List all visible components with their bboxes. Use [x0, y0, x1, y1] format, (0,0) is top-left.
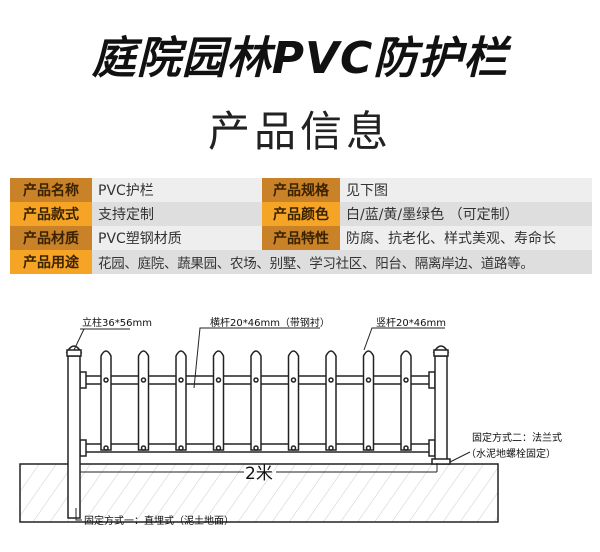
- post-cap-base: [66, 349, 82, 357]
- spec-label: 产品特性: [262, 226, 340, 250]
- section-title: 产品信息: [207, 107, 392, 156]
- spec-row: 产品用途 花园、庭院、蔬果园、农场、别墅、学习社区、阳台、隔离岸边、道路等。: [10, 250, 592, 274]
- spec-label: 产品款式: [10, 202, 92, 226]
- spec-value: 花园、庭院、蔬果园、农场、别墅、学习社区、阳台、隔离岸边、道路等。: [92, 250, 592, 274]
- rail-bracket: [79, 439, 87, 457]
- rail-bracket: [428, 371, 436, 389]
- spec-row: 产品款式 支持定制 产品颜色 白/蓝/黄/墨绿色 （可定制）: [10, 202, 592, 226]
- rail-bracket: [428, 439, 436, 457]
- fix2-title: 固定方式二：法兰式: [472, 431, 562, 444]
- fence: [65, 345, 451, 519]
- spec-value: 支持定制: [92, 202, 262, 226]
- picket-screw: [328, 445, 334, 451]
- picket-screw: [178, 445, 184, 451]
- picket-leader: [363, 327, 445, 351]
- picket-screw: [253, 445, 259, 451]
- picket: [287, 350, 300, 451]
- spec-label: 产品颜色: [262, 202, 340, 226]
- product-title: 庭院园林PVC防护栏: [91, 33, 509, 84]
- right-post: [434, 355, 448, 461]
- picket: [400, 350, 412, 451]
- picket-screw: [328, 377, 334, 383]
- spec-value: 防腐、抗老化、样式美观、寿命长: [340, 226, 592, 250]
- rail-label: 横杆20*46mm（带钢衬）: [210, 316, 330, 329]
- spec-value: PVC塑钢材质: [92, 226, 262, 250]
- picket: [362, 350, 375, 451]
- fix1-label: 固定方式一：直埋式（泥土地面）: [84, 514, 234, 527]
- spec-row: 产品材质 PVC塑钢材质 产品特性 防腐、抗老化、样式美观、寿命长: [10, 226, 592, 250]
- picket-screw: [290, 377, 297, 383]
- picket-label: 竖杆20*46mm: [376, 317, 446, 329]
- picket-screw: [253, 377, 259, 383]
- left-post: [67, 355, 81, 519]
- picket: [325, 350, 337, 451]
- fix2-note: （水泥地螺栓固定）: [466, 447, 556, 460]
- picket-screw: [140, 445, 147, 451]
- post-label: 立柱36*56mm: [82, 316, 152, 329]
- fence-diagram: 立柱36*56mm 横杆20*46mm（带钢衬） 竖杆20*46mm 2米 固定…: [19, 316, 562, 527]
- rail-bracket: [79, 371, 87, 389]
- spec-value: 白/蓝/黄/墨绿色 （可定制）: [340, 202, 592, 226]
- picket-screw: [290, 445, 297, 451]
- spec-label: 产品规格: [262, 178, 340, 202]
- flange-base: [431, 458, 451, 465]
- ground: [19, 463, 499, 523]
- spec-table: 产品名称 PVC护栏 产品规格 见下图 产品款式 支持定制 产品颜色 白/蓝/黄…: [10, 178, 592, 274]
- picket: [250, 350, 262, 451]
- picket-screw: [403, 445, 409, 451]
- picket: [137, 350, 150, 451]
- post-leader: [73, 328, 130, 351]
- spec-value: PVC护栏: [92, 178, 262, 202]
- post-cap-base: [433, 349, 449, 357]
- fix1-leader: [75, 508, 82, 521]
- spec-label: 产品用途: [10, 250, 92, 274]
- spec-value: 见下图: [340, 178, 592, 202]
- picket-screw: [140, 377, 147, 383]
- width-label: 2米: [245, 464, 273, 484]
- picket-screw: [365, 445, 372, 451]
- spec-label: 产品名称: [10, 178, 92, 202]
- picket: [175, 350, 187, 451]
- picket: [212, 350, 225, 451]
- picket-screw: [215, 377, 222, 383]
- picket: [100, 350, 112, 451]
- picket-screw: [103, 445, 109, 451]
- picket-screw: [403, 377, 409, 383]
- picket-screw: [215, 445, 222, 451]
- picket-screw: [103, 377, 109, 383]
- picket-screw: [365, 377, 372, 383]
- spec-label: 产品材质: [10, 226, 92, 250]
- rail-leader: [193, 327, 320, 389]
- spec-row: 产品名称 PVC护栏 产品规格 见下图: [10, 178, 592, 202]
- fix2-leader: [449, 451, 471, 463]
- picket-screw: [178, 377, 184, 383]
